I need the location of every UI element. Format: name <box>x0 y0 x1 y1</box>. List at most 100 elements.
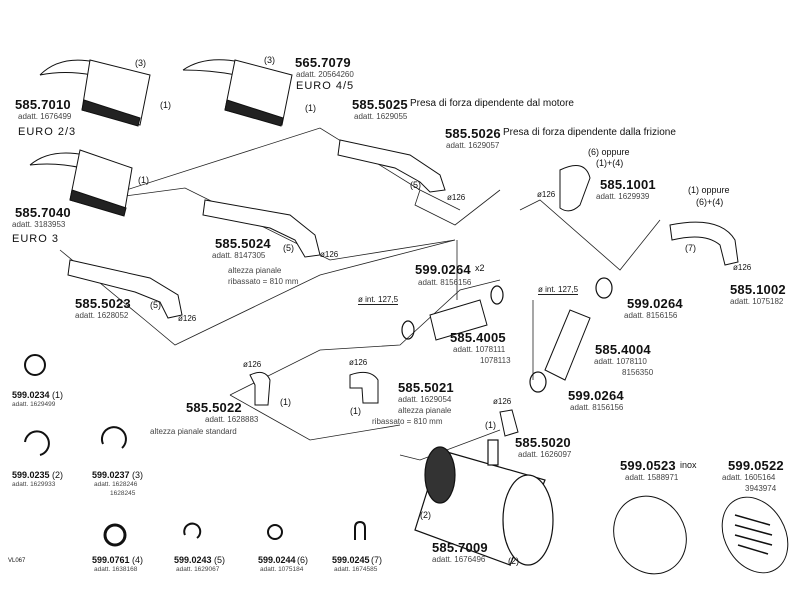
part-adatt: adatt. 1676496 <box>432 555 486 564</box>
part-adatt: adatt. 1676499 <box>18 112 72 121</box>
muffler-icon <box>182 59 293 127</box>
callout: (1) <box>350 406 361 416</box>
small-part-code: 599.0245 <box>332 555 370 565</box>
callout: (5) <box>283 243 294 253</box>
part-adatt: adatt. 1075182 <box>730 297 784 306</box>
callout: (1) <box>138 175 149 185</box>
callout: (1) <box>305 103 316 113</box>
part-adatt: adatt. 1605164 <box>722 473 776 482</box>
dimension-label: ø126 <box>178 314 197 323</box>
part-code: 585.4004 <box>595 342 651 357</box>
part-code: 585.4005 <box>450 330 506 345</box>
callout: (2) <box>508 556 519 566</box>
dimension-label: ø126 <box>447 193 466 202</box>
part-adatt: adatt. 1629054 <box>398 395 452 404</box>
part-adatt: adatt. 1629057 <box>446 141 500 150</box>
part-adatt: adatt. 1078110 <box>594 357 647 366</box>
flex-pipe-icon <box>429 299 591 381</box>
small-part-adatt: adatt. 1629067 <box>176 566 220 573</box>
part-adatt: adatt. 1626097 <box>518 450 572 459</box>
part-adatt: adatt. 1628883 <box>205 415 259 424</box>
dimension-label: ø126 <box>733 263 752 272</box>
part-adatt: adatt. 1629055 <box>354 112 408 121</box>
small-clamp-icon <box>24 354 366 547</box>
small-part-adatt: adatt. 1628246 <box>94 481 138 488</box>
part-adatt: 8156350 <box>622 368 654 377</box>
small-part-qty: (6) <box>297 555 308 565</box>
part-code: 585.7009 <box>432 540 488 555</box>
part-adatt: adatt. 1629939 <box>596 192 650 201</box>
clamp-icon <box>401 277 613 393</box>
part-adatt: adatt. 20564260 <box>296 70 354 79</box>
part-code: 585.1001 <box>600 177 656 192</box>
euro-tag: EURO 4/5 <box>296 80 355 92</box>
small-part-qty: (2) <box>52 470 63 480</box>
muffler-icon <box>39 59 151 127</box>
part-code: 585.5020 <box>515 435 571 450</box>
callout: (6)+(4) <box>696 197 724 207</box>
small-part-qty: (5) <box>214 555 225 565</box>
pipe-icon <box>67 139 739 437</box>
part-suffix: x2 <box>475 263 485 273</box>
leader-line <box>229 279 501 396</box>
callout: (1) <box>485 420 496 430</box>
small-part-code: 599.0237 <box>92 470 130 480</box>
callout: (1) oppure <box>688 185 730 195</box>
callout: (5) <box>410 180 421 190</box>
part-code: 585.5024 <box>215 236 271 251</box>
muffler-icon <box>29 149 133 217</box>
part-code: 585.5025 <box>352 97 408 112</box>
part-note: Presa di forza dipendente dal motore <box>410 98 574 109</box>
euro-tag: EURO 2/3 <box>18 126 77 138</box>
part-adatt: 3943974 <box>745 484 777 493</box>
part-note: Presa di forza dipendente dalla frizione <box>503 127 676 138</box>
part-code: 599.0264 <box>627 296 683 311</box>
part-code: 585.1002 <box>730 282 786 297</box>
small-part-adatt: 1628245 <box>110 490 136 497</box>
part-suffix: inox <box>680 460 697 470</box>
small-part-adatt: adatt. 1075184 <box>260 566 304 573</box>
small-part-code: 599.0235 <box>12 470 50 480</box>
dimension-label: ø int. 127,5 <box>538 285 579 295</box>
part-adatt: adatt. 3183953 <box>12 220 66 229</box>
small-part-qty: (3) <box>132 470 143 480</box>
leader-line <box>414 189 501 226</box>
part-code: 565.7079 <box>295 55 351 70</box>
callout: (5) <box>150 300 161 310</box>
callout: (6) oppure <box>588 147 630 157</box>
part-adatt: adatt. 1588971 <box>625 473 679 482</box>
part-code: 585.5022 <box>186 400 242 415</box>
part-code: 599.0264 <box>568 388 624 403</box>
small-part-adatt: adatt. 1629499 <box>12 401 56 408</box>
euro-tag: EURO 3 <box>12 233 59 245</box>
part-code: 585.7040 <box>15 205 71 220</box>
small-part-adatt: adatt. 1629933 <box>12 481 56 488</box>
callout: (1) <box>160 100 171 110</box>
leader-line <box>229 394 401 441</box>
small-part-qty: (7) <box>371 555 382 565</box>
leader-line <box>519 199 661 271</box>
part-adatt: adatt. 8147305 <box>212 251 266 260</box>
small-part-adatt: adatt. 1638168 <box>94 566 138 573</box>
dimension-label: ø126 <box>349 358 368 367</box>
small-part-adatt: adatt. 1674585 <box>334 566 378 573</box>
part-code: 599.0523 <box>620 458 676 473</box>
part-code: 599.0264 <box>415 262 471 277</box>
part-note: altezza pianale <box>398 406 452 415</box>
callout: (1) <box>280 397 291 407</box>
part-note: altezza pianale <box>228 266 282 275</box>
callout: (3) <box>264 55 275 65</box>
part-code: 599.0522 <box>728 458 784 473</box>
small-part-code: 599.0243 <box>174 555 212 565</box>
callout: (2) <box>420 510 431 520</box>
callout: (3) <box>135 58 146 68</box>
small-part-code: 599.0234 <box>12 390 50 400</box>
part-code: 585.7010 <box>15 97 71 112</box>
dimension-label: ø126 <box>243 360 262 369</box>
small-part-qty: (1) <box>52 390 63 400</box>
part-note: altezza pianale standard <box>150 427 237 436</box>
part-code: 585.5026 <box>445 126 501 141</box>
part-note: ribassato = 810 mm <box>372 417 443 426</box>
small-part-code: 599.0761 <box>92 555 130 565</box>
part-adatt: adatt. 1078111 <box>453 345 506 354</box>
